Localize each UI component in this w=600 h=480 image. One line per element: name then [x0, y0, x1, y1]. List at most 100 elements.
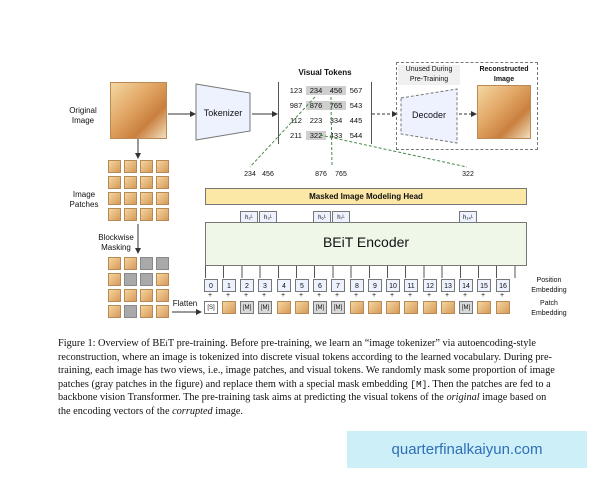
patch-embedding: [222, 301, 236, 314]
image-patch: [140, 289, 153, 302]
image-patch: [156, 208, 169, 221]
token-cell: 123: [289, 86, 303, 95]
unused-label: Unused During Pre-Training: [398, 65, 460, 85]
plus-sign: +: [244, 292, 249, 299]
flatten-label: Flatten: [172, 299, 198, 308]
position-index: 7: [331, 279, 345, 292]
image-patch: [124, 192, 137, 205]
arrow-to-reconstructed: [459, 111, 477, 117]
patch-embedding: [295, 301, 309, 314]
caption-text: i: [165, 338, 168, 348]
image-patch: [156, 289, 169, 302]
image-patch: [140, 208, 153, 221]
image-patch: [108, 192, 121, 205]
token-cell: 211: [290, 131, 302, 140]
patch-embedding: [423, 301, 437, 314]
plus-row: + + + + + + + + + + + + + + + + +: [204, 292, 514, 300]
masked-patch: [124, 273, 137, 286]
plus-sign: +: [500, 292, 505, 299]
patch-embedding: [386, 301, 400, 314]
decoder-shape: [400, 88, 458, 144]
position-index: 5: [295, 279, 309, 292]
mim-head: [205, 188, 527, 205]
caption-text: image based on the encoding vectors of t…: [58, 392, 547, 417]
predicted-token: 234: [244, 171, 256, 178]
mask-token: [M]: [258, 301, 272, 314]
token-cell: 234: [306, 86, 326, 95]
image-patch: [156, 176, 169, 189]
patch-embedding: [368, 301, 382, 314]
original-image: [110, 82, 167, 139]
mask-token: [M]: [459, 301, 473, 314]
cls-token: [S]: [204, 301, 218, 314]
mask-token: [M]: [313, 301, 327, 314]
caption-text: image.: [212, 405, 244, 417]
image-patch: [108, 273, 121, 286]
caption-text: Overview of BE: [95, 338, 166, 349]
position-embedding-label: Position Embedding: [531, 277, 567, 294]
arrow-to-tokenizer: [168, 111, 196, 117]
image-patch: [108, 176, 121, 189]
flatten-arrow: [172, 309, 202, 315]
patch-embedding: [350, 301, 364, 314]
position-index: 16: [496, 279, 510, 292]
encoder-input-arrows: [205, 266, 527, 278]
patch-embedding: [496, 301, 510, 314]
reconstructed-image: [477, 85, 531, 139]
visual-tokens-title: Visual Tokens: [298, 68, 352, 77]
image-patch: [156, 273, 169, 286]
arrow-to-tokens: [252, 111, 278, 117]
position-index: 9: [368, 279, 382, 292]
image-patch: [156, 192, 169, 205]
predicted-token: 322: [462, 171, 474, 178]
plus-sign: +: [262, 292, 267, 299]
image-patch: [108, 160, 121, 173]
patch-embedding: [477, 301, 491, 314]
token-cell: 445: [349, 116, 363, 125]
image-patch: [108, 208, 121, 221]
predicted-token: 876: [315, 171, 327, 178]
caption-emphasis: corrupted: [172, 405, 213, 417]
plus-sign: +: [372, 292, 377, 299]
mask-token: [M]: [240, 301, 254, 314]
image-patch: [124, 160, 137, 173]
token-cell: 223: [309, 116, 323, 125]
image-patch: [140, 176, 153, 189]
position-index: 0: [204, 279, 218, 292]
blockwise-masking-label: Blockwise Masking: [98, 233, 134, 252]
caption-text: . Then the patches are fed to a backbone…: [58, 378, 551, 404]
token-cell: 987: [289, 101, 303, 110]
plus-sign: +: [226, 292, 231, 299]
image-patches-label: Image Patches: [69, 190, 99, 209]
position-index: 13: [441, 279, 455, 292]
token-cell: 334: [329, 116, 343, 125]
original-image-label: Original Image: [69, 106, 97, 125]
image-patch: [124, 208, 137, 221]
plus-sign: +: [445, 292, 450, 299]
position-index: 11: [404, 279, 418, 292]
position-index: 15: [477, 279, 491, 292]
mask-token: [M]: [331, 301, 345, 314]
image-patch: [124, 257, 137, 270]
position-index: 6: [313, 279, 327, 292]
patch-embedding: [404, 301, 418, 314]
token-cell: 112: [290, 116, 302, 125]
dashed-arrow-to-decoder: [372, 111, 398, 117]
encoder-label: BEiT Encoder: [322, 234, 410, 250]
masked-patch: [140, 257, 153, 270]
decoder-label: Decoder: [411, 110, 447, 120]
arrow-to-patches: [135, 139, 141, 159]
watermark: quarterfinalkaiyun.com: [347, 431, 587, 468]
prediction-lines: [249, 96, 468, 168]
caption-text: T pre-training. Before pre-training, we …: [58, 338, 555, 390]
token-cell: 567: [349, 86, 363, 95]
position-index: 14: [459, 279, 473, 292]
token-cell: 876: [306, 101, 326, 110]
masked-patch: [156, 257, 169, 270]
tokenizer-shape: [195, 83, 251, 141]
token-cell: 433: [329, 131, 343, 140]
position-index: 3: [258, 279, 272, 292]
image-patch: [140, 305, 153, 318]
beit-encoder: [205, 222, 527, 266]
image-patch: [140, 192, 153, 205]
